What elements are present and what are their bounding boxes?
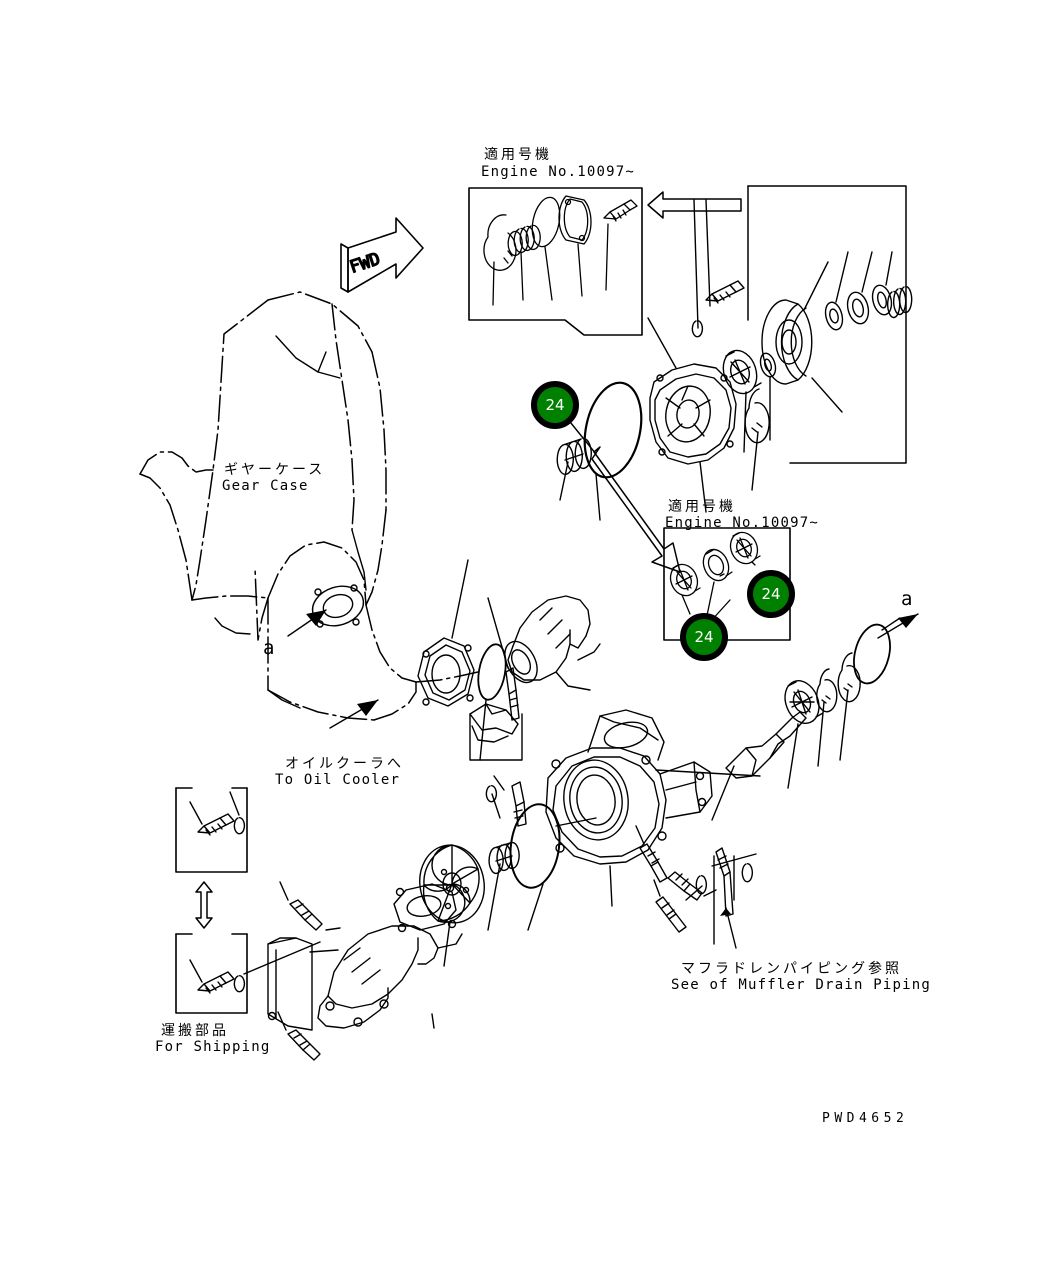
for-shipping-en-label: For Shipping bbox=[155, 1039, 271, 1055]
inlet-bolt bbox=[487, 597, 520, 721]
muffler-drain-en-label: See of Muffler Drain Piping bbox=[671, 977, 931, 993]
pump-body-oring bbox=[509, 803, 597, 931]
muffler-drain-pipe bbox=[685, 847, 757, 945]
callout-a-left: a bbox=[263, 637, 275, 659]
pump-oring-large bbox=[583, 381, 643, 521]
shipping-box-bottom bbox=[175, 933, 248, 1014]
inset-box-top bbox=[468, 187, 643, 336]
gear-case-solid-detail bbox=[214, 335, 367, 709]
applicable-mid-en-label: Engine No.10097~ bbox=[665, 515, 820, 531]
gear-case-outline bbox=[139, 291, 479, 721]
part-marker-24-inset-right[interactable]: 24 bbox=[747, 570, 795, 618]
callout-a-right: a bbox=[901, 588, 913, 610]
pump-body-bolts bbox=[277, 825, 717, 1061]
part-marker-24-inset-left[interactable]: 24 bbox=[680, 613, 728, 661]
shipping-bolt-top bbox=[189, 791, 246, 836]
inset-middle-parts bbox=[669, 531, 761, 626]
callout-a-right-leader bbox=[877, 613, 919, 639]
pulley-group-box bbox=[747, 185, 907, 464]
inset-middle-pointer-arrow bbox=[591, 446, 681, 573]
muffler-drain-leader bbox=[720, 907, 737, 949]
to-oil-cooler-jp-label: オイルクーラへ bbox=[285, 756, 404, 772]
applicable-mid-jp-label: 適用号機 bbox=[668, 499, 736, 515]
inlet-elbow bbox=[504, 595, 601, 691]
fwd-arrow bbox=[340, 217, 424, 293]
gear-case-en-label: Gear Case bbox=[222, 478, 309, 494]
pump-collar bbox=[556, 437, 592, 501]
drawing-number: PWD4652 bbox=[822, 1111, 909, 1126]
shipping-box-top bbox=[175, 787, 248, 873]
intake-manifold bbox=[317, 883, 463, 1029]
to-oil-cooler-en-label: To Oil Cooler bbox=[275, 772, 401, 788]
pump-pulley bbox=[761, 261, 843, 413]
applicable-top-jp-label: 適用号機 bbox=[484, 147, 552, 163]
shipping-swap-arrow bbox=[195, 881, 213, 929]
pump-bearing-upper bbox=[722, 349, 762, 453]
right-shaft-assembly bbox=[711, 617, 901, 821]
pump-housing-upper bbox=[647, 317, 737, 513]
gear-case-jp-label: ギヤーケース bbox=[224, 462, 326, 478]
part-marker-24-top[interactable]: 24 bbox=[531, 381, 579, 429]
pump-body-lower bbox=[545, 709, 761, 907]
hose-clamp-group bbox=[469, 703, 527, 827]
fwd-arrow-label: FWD bbox=[347, 249, 382, 278]
inlet-gasket-plate bbox=[417, 559, 475, 707]
muffler-drain-jp-label: マフラドレンパイピング参照 bbox=[681, 961, 902, 977]
pump-bolt-upper bbox=[691, 199, 745, 338]
pump-snapring-upper bbox=[744, 388, 770, 491]
pump-fastener-stack bbox=[824, 251, 913, 331]
inset-box-middle bbox=[663, 527, 791, 641]
mount-bracket bbox=[267, 937, 339, 1031]
for-shipping-jp-label: 運搬部品 bbox=[161, 1023, 229, 1039]
pump-seal-spacer bbox=[487, 841, 520, 931]
shipping-bolt-bottom bbox=[189, 941, 321, 994]
pump-washer-upper bbox=[759, 352, 777, 441]
oil-cooler-leader bbox=[329, 699, 379, 729]
inset-top-parts bbox=[483, 195, 638, 306]
callout-a-left-leader bbox=[287, 609, 327, 637]
inset-top-pointer-arrow bbox=[647, 191, 742, 219]
pump-impeller bbox=[419, 844, 485, 967]
applicable-top-en-label: Engine No.10097~ bbox=[481, 164, 636, 180]
